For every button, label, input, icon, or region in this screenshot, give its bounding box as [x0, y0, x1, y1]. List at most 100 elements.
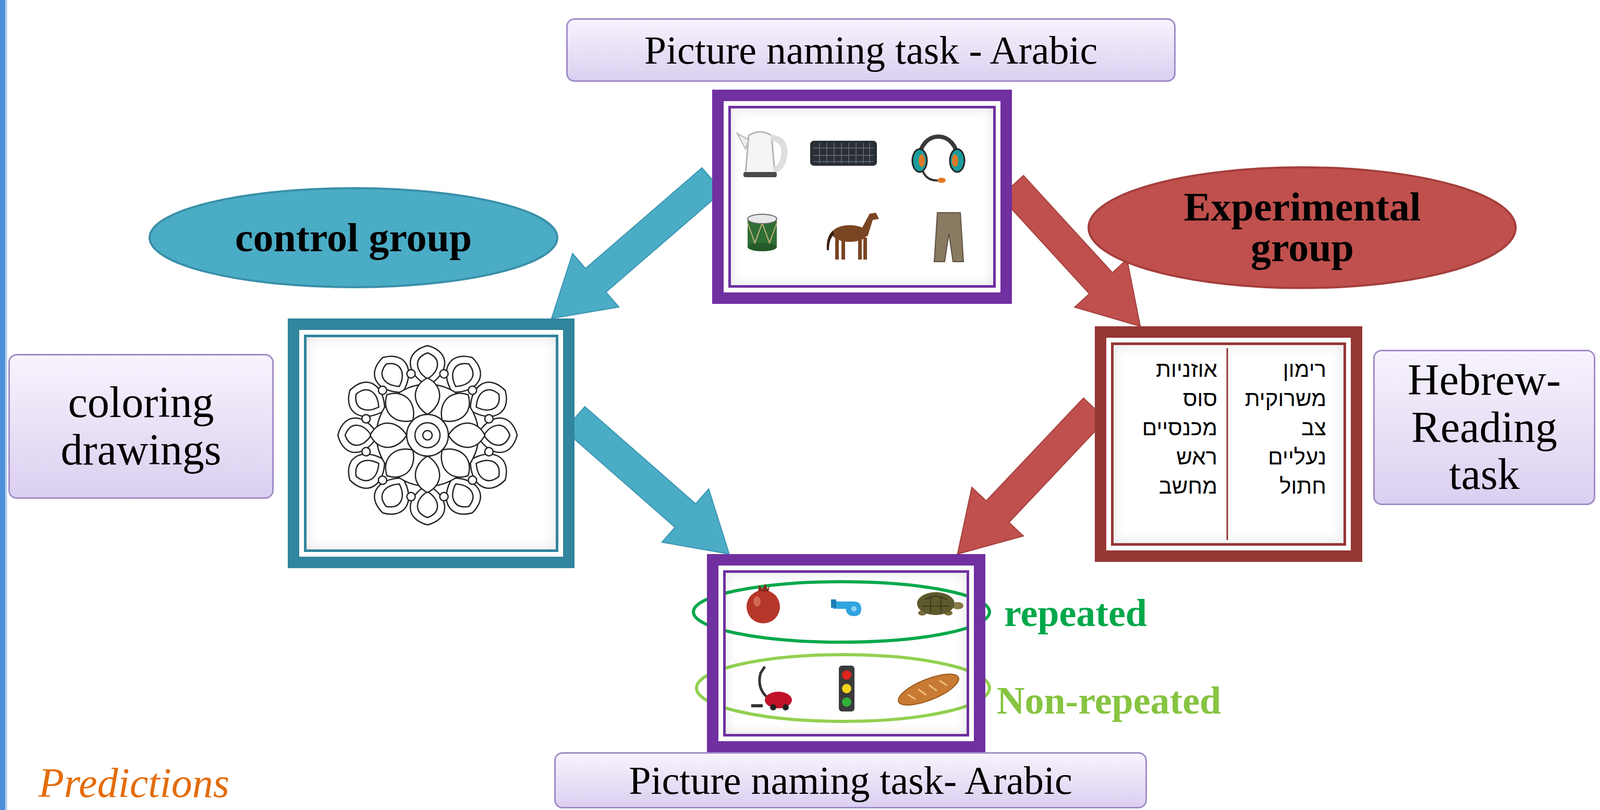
hebrew-word: אוזניות: [1113, 356, 1218, 383]
turtle-icon-part: [922, 595, 950, 614]
pomegranate-icon-part: [753, 596, 761, 607]
horse-icon: [826, 212, 879, 260]
ellipse-outline: [149, 188, 558, 288]
mandala-drawing-part: [417, 491, 438, 518]
mandala-drawing-part: [360, 446, 372, 458]
pants-icon-part: [934, 212, 964, 262]
kettle-icon-part: [770, 137, 785, 170]
mandala-drawing-part: [415, 456, 441, 493]
traffic-light-icon-part: [838, 665, 855, 712]
traffic-light-icon-part: [841, 670, 852, 680]
bread-icon: [894, 667, 963, 712]
turtle-icon: [917, 592, 964, 616]
hebrew-word: ראש: [1113, 444, 1218, 471]
hebrew-word: רימון: [1222, 356, 1327, 383]
node-label: coloring drawings: [23, 379, 259, 474]
picture-frame: Picture naming task- Arabic: [706, 554, 986, 753]
headphones-icon: [912, 136, 965, 183]
keyboard-icon-part: [813, 142, 874, 164]
traffic-light-icon: [838, 665, 855, 712]
vacuum-icon-part: [759, 666, 768, 699]
whistle-icon-part: [833, 601, 862, 617]
pants-icon: [934, 212, 964, 262]
drum-icon-part: [747, 214, 777, 224]
kettle-icon-part: [743, 172, 777, 178]
table-divider-part: [1226, 348, 1229, 541]
repeated-ellipse: [693, 581, 990, 643]
task-frame: coloring drawings: [287, 318, 575, 569]
vacuum-icon-part: [782, 704, 789, 711]
keyboard-icon: [810, 140, 877, 166]
headphones-icon-part: [918, 154, 925, 167]
pomegranate-icon: [746, 583, 780, 624]
headphones-icon-part: [922, 171, 939, 181]
mandala-drawing-part: [483, 425, 510, 446]
vacuum-icon-part: [751, 704, 763, 708]
mandala-drawing-part: [414, 422, 441, 448]
label-box: Picture naming task- Arabic: [554, 752, 1147, 809]
mandala-drawing-part: [370, 423, 407, 448]
traffic-light-icon-part: [841, 697, 852, 707]
horse-icon-part: [841, 237, 846, 260]
node-label: control group: [235, 217, 472, 259]
slide-edge-strip: [0, 0, 7, 810]
bread-icon-part: [894, 667, 963, 712]
pomegranate-icon-part: [758, 583, 770, 593]
hebrew-word: נעליים: [1222, 444, 1327, 471]
mandala-drawing: [337, 345, 518, 525]
group-label: repeated: [1004, 591, 1147, 636]
headphones-icon-part: [951, 154, 959, 167]
node-label: Hebrew-Reading task: [1388, 356, 1581, 499]
slide-edge-strip-part: [5, 0, 8, 810]
label-box: coloring drawings: [8, 353, 274, 499]
group-label: Non-repeated: [996, 678, 1221, 724]
table-divider: [1227, 348, 1228, 541]
mandala-drawing-part: [345, 425, 372, 446]
node-label: Picture naming task- Arabic: [628, 759, 1073, 802]
mandala-drawing-part: [417, 352, 438, 380]
headphones-icon-part: [937, 177, 946, 183]
horse-icon-part: [858, 237, 862, 260]
hebrew-word: משרוקית: [1222, 385, 1327, 412]
slide-edge-strip-part: [0, 0, 6, 810]
mandala-drawing-part: [360, 413, 372, 425]
repeated-ellipse-part: [693, 581, 990, 643]
hebrew-word: צב: [1222, 414, 1327, 442]
drum-icon-part: [747, 223, 777, 243]
mandala-drawing-part: [406, 368, 417, 380]
hebrew-word: מחשב: [1113, 473, 1218, 500]
hebrew-word: מכנסיים: [1113, 414, 1218, 442]
section-heading: Predictions: [38, 760, 230, 806]
headphones-icon-part: [912, 149, 927, 173]
turtle-icon-part: [917, 592, 955, 616]
keyboard-icon-part: [810, 140, 877, 166]
whistle-icon-part: [831, 599, 837, 608]
mandala-drawing-part: [448, 423, 485, 448]
mandala-drawing-part: [406, 414, 449, 457]
non-repeated-ellipse: [696, 654, 990, 722]
pomegranate-icon-part: [746, 590, 780, 624]
horse-icon-part: [863, 237, 867, 260]
block-arrow: [957, 398, 1107, 555]
headphones-icon-part: [949, 149, 965, 173]
traffic-light-icon-part: [841, 684, 852, 694]
block-arrow: [551, 167, 723, 319]
drum-icon-part: [747, 242, 777, 252]
horse-icon-part: [826, 230, 835, 251]
node-label: Experimental group: [1156, 186, 1449, 268]
picture-frame: Picture naming task - Arabic: [712, 89, 1012, 304]
drum-icon: [747, 214, 777, 252]
mandala-drawing-part: [422, 430, 433, 441]
whistle-icon-part: [851, 606, 857, 612]
mandala-drawing-part: [415, 377, 441, 415]
block-arrow: [564, 406, 730, 555]
horse-icon-part: [835, 237, 839, 260]
mandala-drawing-part: [406, 491, 417, 503]
mandala-drawing-part: [438, 368, 450, 380]
label-box: Hebrew-Reading task: [1373, 349, 1596, 506]
horse-icon-part: [861, 212, 879, 237]
mandala-drawing-part: [483, 446, 495, 458]
group-ellipse: control group: [148, 186, 559, 289]
kettle-icon: [737, 131, 785, 178]
